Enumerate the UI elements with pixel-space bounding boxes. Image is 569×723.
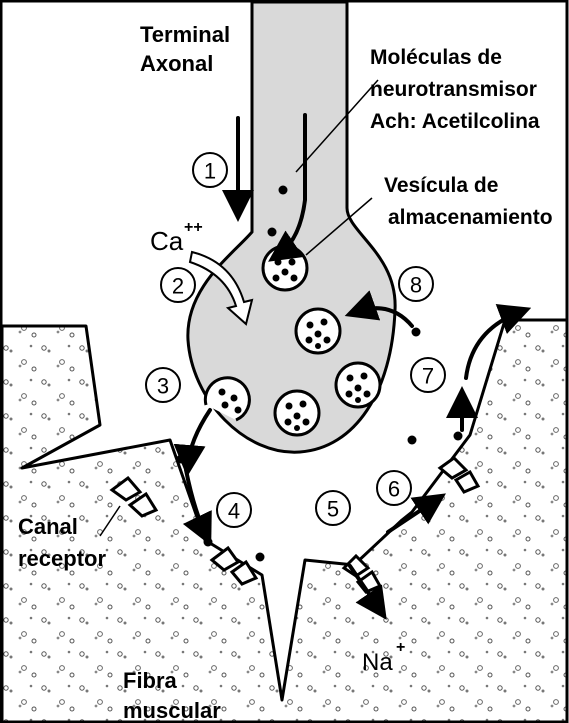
label-channel-line1: Canal xyxy=(18,514,78,539)
label-terminal-line1: Terminal xyxy=(140,22,230,47)
label-sodium: Na xyxy=(362,649,393,676)
svg-text:7: 7 xyxy=(422,364,434,389)
label-calcium-charge: ++ xyxy=(184,219,203,236)
step-circle-4: 4 xyxy=(217,493,251,527)
label-channel-line2: receptor xyxy=(18,546,106,571)
synaptic-vesicle xyxy=(263,246,307,290)
svg-text:8: 8 xyxy=(410,273,422,298)
synaptic-vesicle xyxy=(336,363,380,407)
step-circle-8: 8 xyxy=(399,267,433,301)
step-circle-6: 6 xyxy=(377,471,411,505)
label-molecules-line3: Ach: Acetilcolina xyxy=(370,110,540,133)
step-circle-2: 2 xyxy=(161,268,195,302)
label-fiber-line1: Fibra xyxy=(123,668,178,693)
label-sodium-charge: + xyxy=(396,639,405,656)
svg-text:1: 1 xyxy=(204,159,216,184)
svg-text:3: 3 xyxy=(157,374,169,399)
svg-text:2: 2 xyxy=(172,274,184,299)
svg-text:5: 5 xyxy=(327,497,339,522)
step-circle-7: 7 xyxy=(411,358,445,392)
step-circle-1: 1 xyxy=(193,153,227,187)
label-vesicle-line2: almacenamiento xyxy=(388,206,553,229)
svg-text:6: 6 xyxy=(388,477,400,502)
label-terminal-line2: Axonal xyxy=(140,51,213,76)
synaptic-vesicle xyxy=(275,391,319,435)
arrow-3 xyxy=(188,410,210,465)
label-calcium: Ca xyxy=(150,226,184,256)
label-molecules-line1: Moléculas de xyxy=(370,46,502,69)
fusing-vesicle xyxy=(205,378,249,420)
step-circle-5: 5 xyxy=(316,491,350,525)
label-vesicle-line1: Vesícula de xyxy=(384,174,498,197)
label-molecules-line2: neurotransmisor xyxy=(370,78,537,101)
step-circle-3: 3 xyxy=(146,368,180,402)
svg-text:4: 4 xyxy=(228,499,240,524)
label-fiber-line2: muscular xyxy=(123,698,221,723)
synaptic-vesicle xyxy=(296,309,340,353)
